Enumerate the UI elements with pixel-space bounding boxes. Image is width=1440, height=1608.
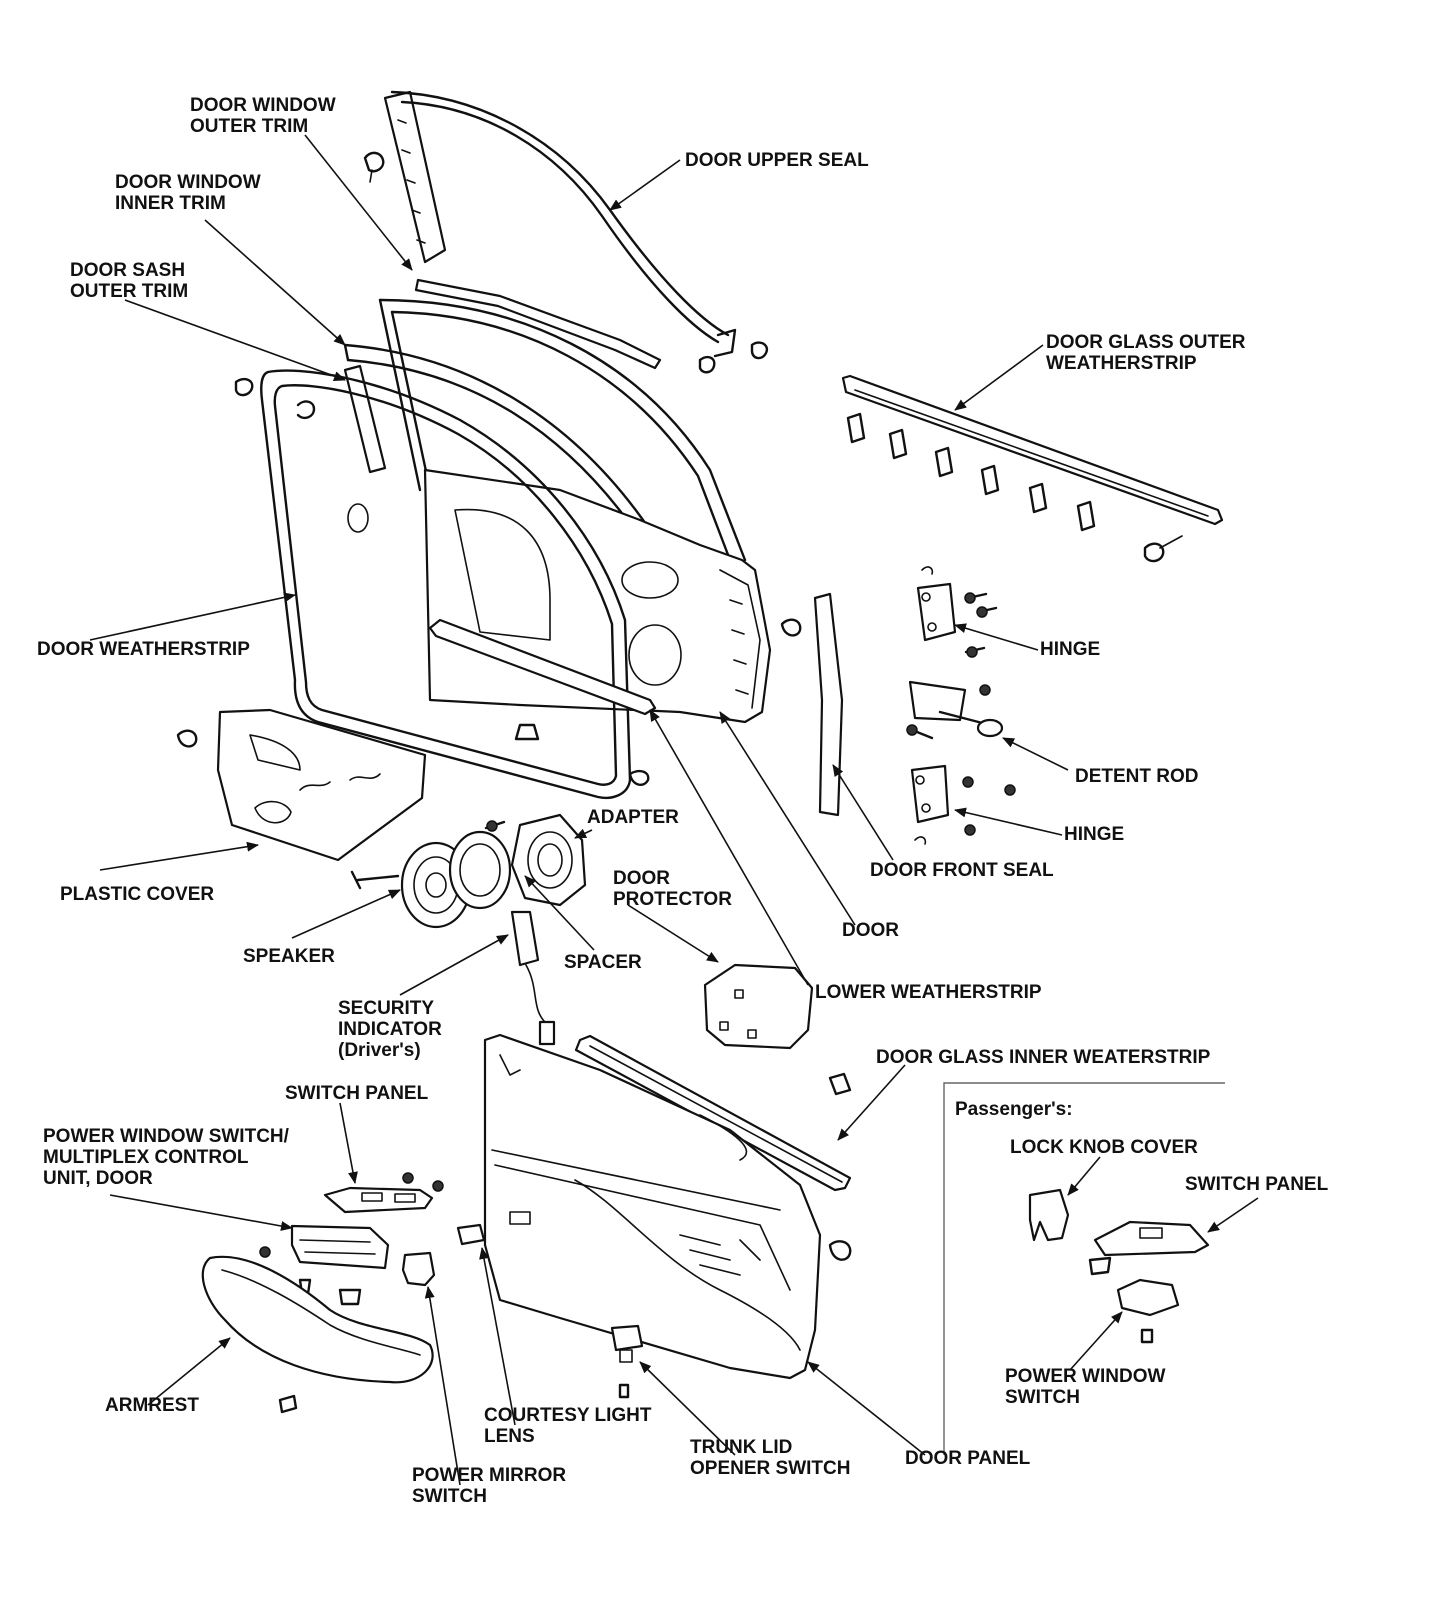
- door-glass-outer-weatherstrip-part: [841, 374, 1224, 563]
- label-door-upper-seal: DOOR UPPER SEAL: [685, 150, 869, 171]
- detent-rod-part: [906, 680, 1004, 740]
- trunk-lid-opener-switch-part: [610, 1324, 644, 1399]
- door-clip: [828, 1072, 852, 1096]
- switch-panel-passenger-part: [1088, 1220, 1210, 1276]
- label-speaker: SPEAKER: [243, 946, 335, 967]
- door-clip: [514, 723, 540, 741]
- label-passengers: Passenger's:: [955, 1099, 1073, 1120]
- door-window-inner-strip-part: [343, 343, 662, 552]
- switch-panel-part: [323, 1172, 444, 1214]
- label-plastic-cover: PLASTIC COVER: [60, 884, 214, 905]
- door-front-seal-part: [780, 592, 844, 817]
- door-sash-outer-trim-part: [343, 364, 387, 474]
- hinge-lower-part: [910, 764, 1016, 845]
- door-window-inner-trim-part: [414, 278, 662, 370]
- passenger-section-frame: [943, 1082, 1225, 1455]
- label-door-weatherstrip: DOOR WEATHERSTRIP: [37, 639, 250, 660]
- label-hinge-upper: HINGE: [1040, 639, 1100, 660]
- power-window-switch-passenger-part: [1116, 1278, 1180, 1344]
- label-door-glass-inner-weatherstrip: DOOR GLASS INNER WEATERSTRIP: [876, 1047, 1211, 1068]
- door-glass-inner-weatherstrip-part: [574, 1034, 852, 1192]
- label-adapter: ADAPTER: [587, 807, 679, 828]
- security-indicator-part: [510, 910, 556, 1046]
- door-weatherstrip-part: [234, 369, 632, 799]
- label-door-panel: DOOR PANEL: [905, 1448, 1031, 1469]
- label-lock-knob-cover: LOCK KNOB COVER: [1010, 1137, 1198, 1158]
- label-lower-weatherstrip: LOWER WEATHERSTRIP: [815, 982, 1042, 1003]
- label-hinge-lower: HINGE: [1064, 824, 1124, 845]
- door-clip: [828, 1240, 852, 1261]
- plastic-cover-part: [176, 708, 427, 862]
- label-spacer: SPACER: [564, 952, 642, 973]
- label-switch-panel: SWITCH PANEL: [285, 1083, 429, 1104]
- power-mirror-switch-part: [401, 1251, 436, 1287]
- courtesy-light-lens-part: [456, 1223, 486, 1246]
- spacer-part: [448, 830, 512, 910]
- door-protector-part: [703, 963, 814, 1050]
- label-door: DOOR: [842, 920, 899, 941]
- label-door-front-seal: DOOR FRONT SEAL: [870, 860, 1054, 881]
- door-panel-part: [483, 1033, 822, 1380]
- label-armrest: ARMREST: [105, 1395, 199, 1416]
- leader-lines: [89, 134, 1259, 1486]
- label-detent-rod: DETENT ROD: [1075, 766, 1199, 787]
- hinge-upper-part: [916, 566, 998, 658]
- door-window-outer-trim-part: [363, 90, 447, 264]
- door-clip: [628, 769, 650, 786]
- door-window-frame-part: [378, 298, 747, 562]
- lower-weatherstrip-part: [428, 618, 657, 716]
- door-upper-seal-part: [390, 90, 769, 374]
- armrest-part: [201, 1255, 434, 1414]
- label-switch-panel-passenger: SWITCH PANEL: [1185, 1174, 1329, 1195]
- lock-knob-cover-part: [1028, 1188, 1070, 1242]
